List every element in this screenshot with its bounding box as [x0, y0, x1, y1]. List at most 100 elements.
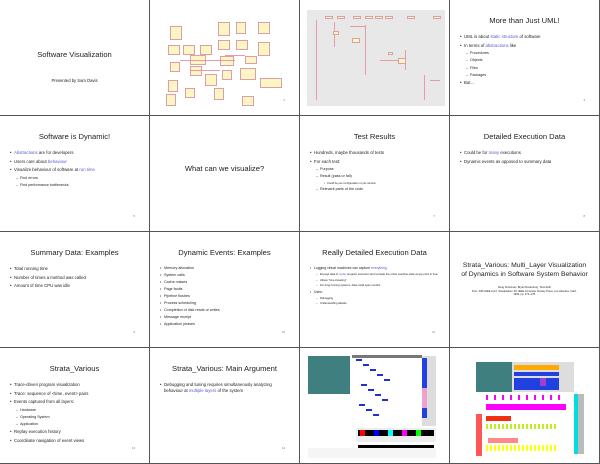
bullet-item: Coordinate navigation of event views: [10, 438, 141, 444]
image-shape: [486, 395, 488, 400]
image-shape: [522, 445, 524, 451]
image-shape: [180, 60, 220, 61]
slide-thumbnail[interactable]: Test ResultsHundreds, maybe thousands of…: [300, 116, 449, 231]
image-shape: [526, 395, 528, 400]
bullet-item: Total running time: [10, 266, 141, 272]
bullet-item: But…: [460, 80, 591, 86]
image-shape: [363, 364, 369, 366]
bullet-item: For each test:: [310, 159, 441, 165]
image-shape: [166, 94, 176, 106]
image-shape: [490, 424, 492, 429]
bullet-list: Hundreds, maybe thousands of testsFor ea…: [310, 150, 449, 192]
slide-thumbnail[interactable]: Summary Data: ExamplesTotal running time…: [0, 232, 149, 347]
slide-thumbnail[interactable]: [300, 0, 449, 115]
image-shape: [260, 78, 282, 88]
bullet-text: Memory allocation: [164, 266, 194, 271]
slide-thumbnail[interactable]: Detailed Execution DataCould be for many…: [450, 116, 599, 231]
bullet-item: Application: [16, 422, 141, 427]
image-shape: [486, 445, 488, 451]
image-shape: [258, 22, 270, 34]
image-shape: [574, 394, 584, 454]
bullet-text: Purpose: [320, 167, 334, 172]
bullet-text: Hardware: [20, 407, 36, 412]
bullet-text: like: [508, 42, 517, 48]
slide-thumbnail[interactable]: Dynamic Events: ExamplesMemory allocatio…: [150, 232, 299, 347]
slide-thumbnail[interactable]: [300, 348, 449, 463]
bullet-text: Understanding attacks: [320, 302, 347, 306]
bullet-item: Packages: [466, 72, 591, 78]
bullet-item: Replay execution history: [10, 429, 141, 435]
slide-thumbnail[interactable]: Really Detailed Execution DataLogging vi…: [300, 232, 449, 347]
image-shape: [325, 16, 333, 19]
paper-citation: Proc. Fifth IEEE Conf. Visualization '94…: [472, 290, 577, 297]
bullet-item: Uses:: [310, 289, 441, 295]
image-shape: [526, 424, 528, 429]
bullet-text: Users care about: [14, 158, 48, 164]
slide-thumbnail[interactable]: Software is Dynamic!Abstractions are for…: [0, 116, 149, 231]
bullet-text: of the system: [216, 387, 244, 393]
bullet-text: Find performance bottlenecks: [20, 183, 69, 188]
bullet-text: Objects: [470, 58, 483, 63]
strata-various-screenshot-2: [450, 348, 599, 463]
image-shape: [337, 16, 345, 19]
bullet-text: Application: [20, 422, 39, 427]
image-shape: [356, 359, 362, 361]
bullet-text: Packages: [470, 72, 487, 77]
bullet-item: Find performance bottlenecks: [16, 183, 141, 188]
image-shape: [365, 16, 373, 19]
bullet-item: Enough data to replay program execution …: [316, 272, 441, 277]
slide-title: What can we visualize?: [184, 164, 265, 173]
bullet-item: Logging virtual machines can capture eve…: [310, 266, 441, 271]
image-shape: [490, 445, 492, 451]
bullet-item: Could be for many executions: [460, 150, 591, 156]
image-shape: [225, 55, 245, 56]
slide-thumbnail[interactable]: [450, 348, 599, 463]
bullet-list: Could be for many executionsDynamic even…: [460, 150, 599, 165]
image-shape: [534, 424, 536, 429]
image-shape: [498, 445, 500, 451]
slide-thumbnail[interactable]: More than Just UML!UML is about static s…: [450, 0, 599, 115]
image-shape: [430, 80, 440, 81]
bullet-text: Operating System: [20, 415, 50, 420]
slide-thumbnail[interactable]: 2: [150, 0, 299, 115]
image-shape: [398, 58, 406, 64]
bullet-text: System calls: [164, 273, 185, 278]
image-shape: [514, 365, 559, 370]
image-shape: [258, 42, 270, 56]
slide-thumbnail[interactable]: Strata_Various: Multi_Layer Visualizatio…: [450, 232, 599, 347]
image-shape: [385, 16, 393, 19]
image-shape: [380, 60, 405, 61]
highlighted-text: many: [488, 150, 500, 156]
uml-class-diagram: [150, 0, 299, 115]
image-shape: [373, 414, 379, 416]
image-shape: [494, 395, 496, 400]
image-shape: [510, 445, 512, 451]
image-shape: [333, 31, 339, 35]
bullet-text: Enough data to: [320, 272, 339, 276]
image-shape: [360, 430, 365, 436]
slide-title: Summary Data: Examples: [30, 248, 119, 257]
slide-thumbnail[interactable]: What can we visualize?: [150, 116, 299, 231]
image-shape: [370, 369, 376, 371]
image-shape: [245, 56, 257, 64]
image-shape: [368, 389, 374, 391]
image-shape: [358, 445, 434, 448]
image-shape: [542, 445, 544, 451]
image-shape: [502, 395, 504, 400]
slide-thumbnail[interactable]: Strata_VariousTrace-driven program visua…: [0, 348, 149, 463]
slide-title: Test Results: [353, 132, 396, 141]
bullet-text: Find errors: [20, 175, 38, 180]
slide-thumbnail[interactable]: Strata_Various: Main ArgumentDebugging a…: [150, 348, 299, 463]
bullet-item: Understanding attacks: [316, 302, 441, 306]
bullet-text: Uses:: [314, 289, 323, 294]
bullet-item: Purpose: [316, 167, 441, 172]
bullet-text: Could be for: [464, 150, 489, 156]
bullet-item: Number of times a method was called: [10, 275, 141, 281]
bullet-text: Trace-driven program visualization: [14, 382, 80, 388]
page-number: 5: [133, 215, 135, 218]
bullet-list: UML is about static structure of softwar…: [460, 34, 599, 86]
bullet-item: Completion of disk reads or writes: [160, 308, 291, 313]
image-shape: [170, 62, 180, 72]
bullet-item: Dynamic events as opposed to summary dat…: [460, 159, 591, 165]
